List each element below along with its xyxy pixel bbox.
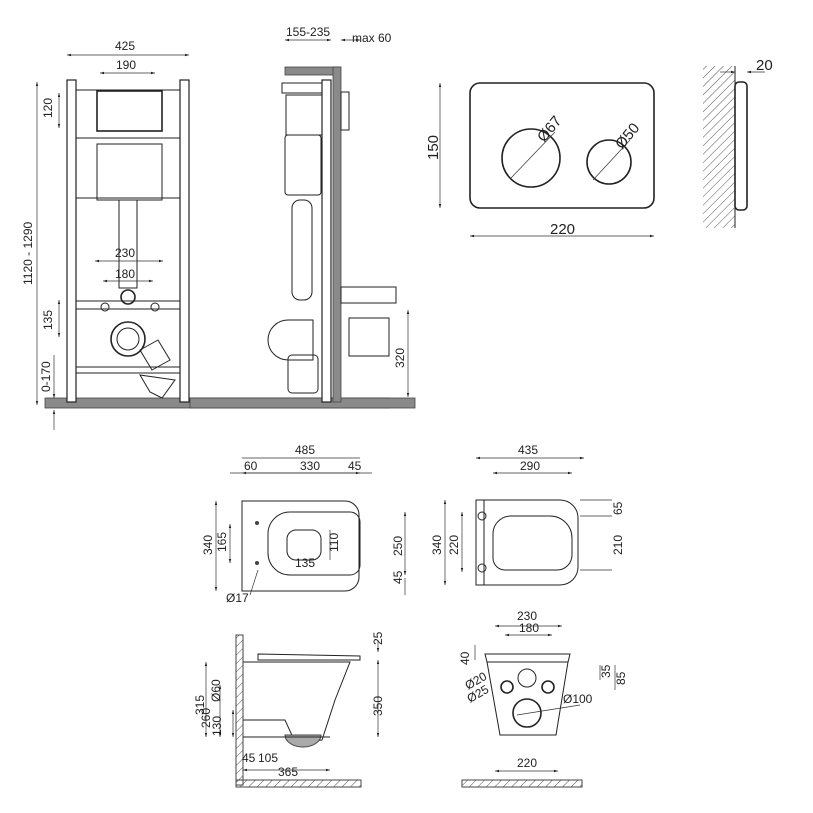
dim-seat-width: 340: [430, 535, 444, 555]
flush-plate-view: 150 220 Ø67 Ø50 20: [425, 57, 773, 238]
dim-rear-outer: 230: [517, 609, 537, 623]
bowl-top-view: 485 60 330 45 340 165 135 110 250 45 Ø17: [201, 443, 407, 605]
dim-40: 40: [458, 651, 472, 665]
dim-bowl-height: 350: [371, 696, 385, 716]
dim-button-large: Ø67: [534, 113, 565, 146]
dim-260: 260: [199, 708, 213, 728]
dim-frame-depth: 155-235: [286, 25, 330, 39]
dim-rear-base: 220: [517, 756, 537, 770]
dim-holes: 165: [215, 532, 229, 552]
dim-panel-width: 190: [116, 58, 136, 72]
dim-floor-adjust: 0-170: [39, 361, 53, 392]
dim-frame-width: 425: [115, 39, 135, 53]
dim-bowl-width: 340: [201, 535, 215, 555]
dim-seat-inner: 290: [520, 459, 540, 473]
dim-drain-height: 320: [393, 348, 407, 368]
dim-rear: 45: [391, 570, 405, 584]
dim-seat-span: 210: [611, 535, 625, 555]
dim-outlet: Ø60: [209, 679, 223, 702]
dim-35: 35: [599, 664, 613, 678]
dim-315: 315: [193, 695, 207, 715]
frame-side-view: 155-235 max 60 320: [189, 25, 416, 409]
dim-hole-dia: Ø17: [226, 591, 249, 605]
dim-45: 45: [348, 459, 362, 473]
bowl-rear-view: 230 180 40 35 85 Ø20 Ø25 Ø100 220: [458, 609, 628, 788]
dim-pipe-outer: 230: [115, 246, 135, 260]
dim-wall-max: max 60: [352, 31, 392, 45]
dim-button-small: Ø50: [612, 120, 643, 153]
bowl-side-view: 25 350 315 260 Ø60 130 45 105 365: [193, 631, 385, 788]
dim-pipe-inner: 180: [115, 267, 135, 281]
dim-330: 330: [300, 459, 320, 473]
dim-inner-height: 110: [327, 533, 341, 552]
dim-bowl-depth: 365: [278, 765, 298, 779]
dim-d100: Ø100: [563, 692, 593, 706]
dim-85: 85: [614, 671, 628, 685]
dim-bowl-length: 485: [295, 443, 315, 457]
dim-130: 130: [210, 716, 224, 736]
dim-seat-thickness: 25: [371, 631, 385, 645]
dim-plate-height: 150: [425, 135, 442, 160]
dim-frame-height: 1120 - 1290: [21, 222, 35, 285]
dim-seat-front: 65: [611, 501, 625, 515]
dim-bowl-inner: 250: [391, 536, 405, 556]
dim-inner-width: 135: [295, 556, 315, 570]
dim-side-45: 45: [242, 751, 256, 765]
dim-seat-length: 435: [518, 443, 538, 457]
dim-plate-thickness: 20: [756, 57, 773, 74]
dim-drain-offset: 135: [41, 310, 55, 330]
dim-rear-inner: 180: [519, 621, 539, 635]
dim-105: 105: [258, 751, 278, 765]
dim-plate-width: 220: [550, 221, 575, 238]
dim-panel-height: 120: [41, 98, 55, 118]
dim-60: 60: [244, 459, 258, 473]
seat-top-view: 435 290 340 220 65 210: [430, 443, 625, 586]
dim-hinge: 220: [447, 535, 461, 555]
